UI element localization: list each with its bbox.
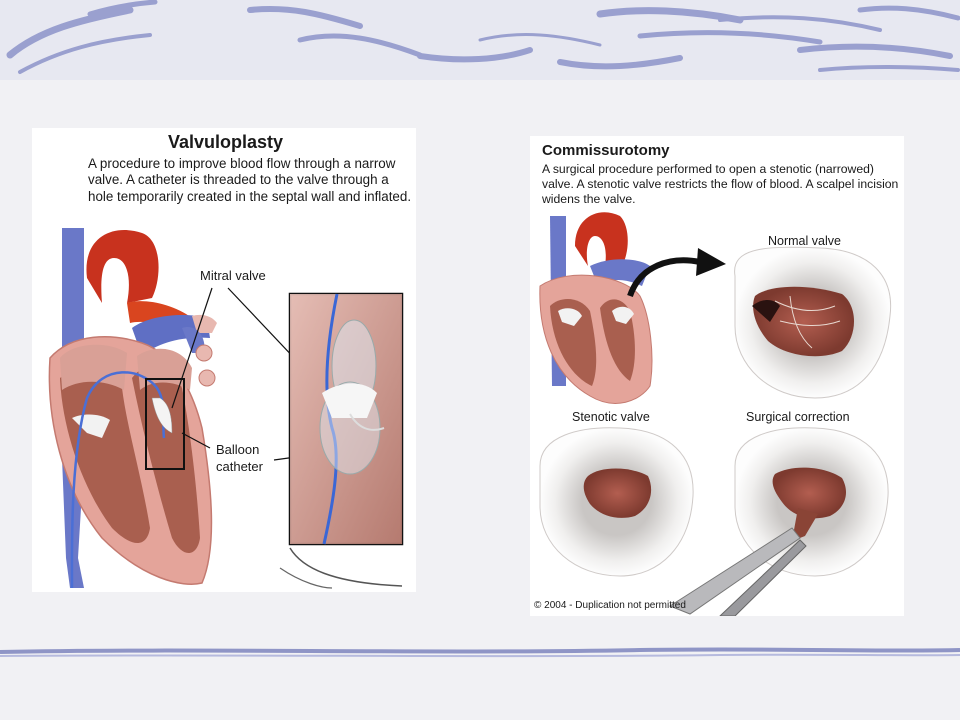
valvuloplasty-figure: Valvuloplasty A procedure to improve blo…	[32, 128, 416, 592]
commissurotomy-title: Commissurotomy	[542, 142, 670, 159]
scalpel-shape	[668, 527, 801, 615]
aorta-shape	[86, 230, 159, 303]
small-heart	[539, 212, 653, 404]
surgical-correction-image	[668, 427, 889, 616]
balloon-leader-line-a	[181, 432, 211, 449]
commissurotomy-figure: Commissurotomy A surgical procedure perf…	[530, 136, 904, 616]
valvuloplasty-description: A procedure to improve blood flow throug…	[88, 156, 412, 204]
normal-valve-label: Normal valve	[768, 234, 841, 248]
surgical-correction-label: Surgical correction	[746, 410, 850, 424]
zoom-region-box	[145, 378, 185, 470]
stenotic-valve-label: Stenotic valve	[572, 410, 650, 424]
mitral-valve-label: Mitral valve	[200, 268, 266, 283]
copyright-notice: © 2004 - Duplication not permitted	[534, 600, 686, 611]
valvuloplasty-title: Valvuloplasty	[168, 132, 284, 152]
balloon-label-line2: catheter	[216, 459, 263, 474]
balloon-inset	[279, 292, 404, 589]
balloon-label-line1: Balloon	[216, 442, 260, 457]
commissurotomy-illustration	[539, 212, 892, 616]
footer-swoosh-rule	[0, 647, 960, 658]
valvuloplasty-illustration	[48, 228, 404, 589]
transition-arrow	[627, 257, 701, 298]
normal-valve-image	[734, 246, 892, 399]
commissurotomy-description: A surgical procedure performed to open a…	[542, 162, 899, 206]
mitral-leader-line-a	[171, 287, 213, 409]
stenotic-valve-image	[539, 427, 694, 577]
pulmonary-artery-shape	[132, 315, 210, 356]
header-swoosh-band	[0, 0, 960, 80]
